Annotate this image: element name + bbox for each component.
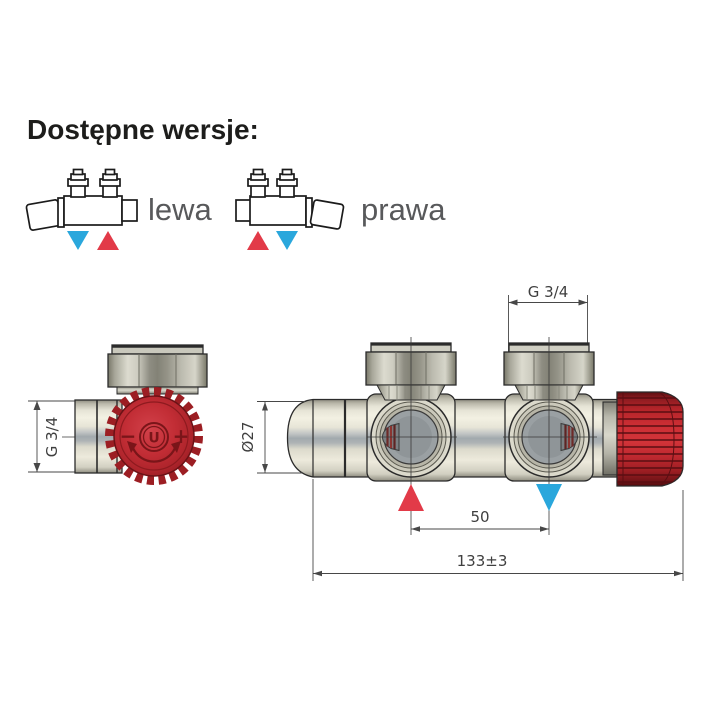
version-icon-prawa: [235, 168, 345, 250]
icon-connector: [99, 168, 121, 198]
dim-label-overall-length: 133±3: [457, 552, 508, 570]
version-label-prawa: prawa: [361, 192, 446, 227]
icon-connector: [247, 168, 269, 198]
cold-flow-triangle: [276, 231, 298, 250]
icon-connector: [276, 168, 298, 198]
dim-label-body-diameter: Ø27: [239, 422, 257, 453]
dimension-side-thread: G 3/4: [28, 400, 76, 473]
version-label-lewa: lewa: [148, 192, 212, 227]
hot-flow-triangle: [247, 231, 269, 250]
cold-flow-triangle: [67, 231, 89, 250]
knob-plus-mark: +: [173, 424, 190, 448]
dimension-port-spacing: 50: [411, 508, 549, 532]
dim-label-top-thread: G 3/4: [528, 283, 569, 301]
valve-front-view: G 3/4: [239, 283, 684, 581]
union-nut: [107, 344, 208, 395]
page-title: Dostępne wersje:: [27, 114, 259, 145]
knob-logo: U: [148, 431, 159, 447]
hot-flow-triangle: [97, 231, 119, 250]
version-icon-lewa: [25, 168, 138, 250]
cold-flow-triangle: [536, 484, 562, 511]
knob-minus-mark: −: [120, 424, 137, 448]
thermostat-knob-face: U − +: [105, 387, 203, 485]
dimension-overall-length: 133±3: [312, 479, 684, 581]
rotation-arrow: [131, 447, 177, 463]
dimension-top-thread: G 3/4: [508, 283, 588, 352]
icon-connector: [67, 168, 89, 198]
dimension-body-diameter: Ø27: [239, 401, 305, 474]
valve-side-view: G 3/4 U − +: [28, 344, 208, 485]
thermostat-knob-side: [616, 391, 684, 487]
dim-label-port-spacing: 50: [470, 508, 489, 526]
dim-label-side-thread: G 3/4: [43, 417, 61, 458]
hot-flow-triangle: [398, 484, 424, 511]
